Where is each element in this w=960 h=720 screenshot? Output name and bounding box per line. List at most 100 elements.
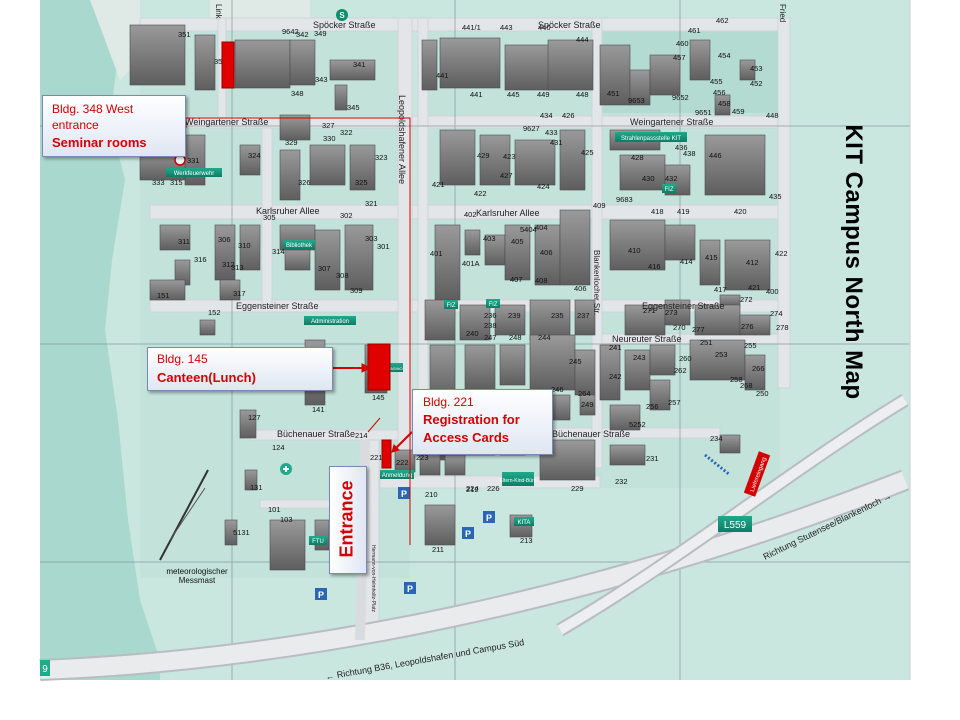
building-number: 242: [609, 372, 622, 381]
svg-text:P: P: [486, 513, 492, 523]
building-number: 322: [340, 128, 353, 137]
building-number: 223: [416, 453, 429, 462]
building-number: 407: [510, 275, 523, 284]
building-number: 307: [318, 264, 331, 273]
building-number: 151: [157, 291, 170, 300]
label-spoecker: Spöcker Straße: [313, 20, 376, 30]
label-karlsruher-2: Karlsruher Allee: [476, 208, 540, 218]
tag-ftu: FTU: [312, 539, 324, 545]
building-number: 331: [187, 156, 200, 165]
callout-bldg-145: Bldg. 145 Canteen(Lunch): [147, 347, 333, 391]
building-number: 321: [365, 199, 378, 208]
building-number: 327: [322, 121, 335, 130]
building-number: 127: [248, 413, 261, 422]
tag-casino: CASINO: [387, 366, 402, 371]
building-number: 5404: [520, 225, 537, 234]
callout-bldg-348: Bldg. 348 West entrance Seminar rooms: [42, 95, 186, 157]
building-number: 238: [484, 321, 497, 330]
building-number: 461: [688, 26, 701, 35]
building-number: 435: [769, 192, 782, 201]
building-number: 247: [484, 333, 497, 342]
label-eggenstein-1: Eggensteiner Straße: [236, 301, 319, 311]
building-number: 414: [680, 257, 693, 266]
building-number: 9652: [672, 93, 689, 102]
building-number: 416: [648, 262, 661, 271]
building-number: 462: [716, 16, 729, 25]
tag-kita: KITA: [518, 520, 531, 526]
callout-145-line1: Bldg. 145: [157, 352, 208, 366]
building-number: 303: [365, 234, 378, 243]
building-number: 452: [750, 79, 763, 88]
building-number: 305: [263, 213, 276, 222]
building-number: 276: [741, 322, 754, 331]
building-number: 445: [507, 90, 520, 99]
building-number: 9683: [616, 195, 633, 204]
tag-anmeldung: Anmeldung: [382, 473, 412, 479]
label-leopoldshafener: Leopoldshafener Allee: [397, 95, 407, 184]
building-number: 326: [298, 178, 311, 187]
label-friedrich: Fried: [778, 4, 787, 22]
marker-bldg-348: [221, 41, 235, 89]
building-number: 103: [280, 515, 293, 524]
building-number: 404: [535, 223, 548, 232]
building-number: 401: [430, 249, 443, 258]
building-number: 412: [746, 258, 759, 267]
building-number: 418: [651, 207, 664, 216]
building-number: 325: [355, 178, 368, 187]
building-number: 349: [314, 29, 327, 38]
building-number: 406: [574, 284, 587, 293]
building-number: 454: [718, 51, 731, 60]
building-number: 410: [628, 246, 641, 255]
parking-icons: P P P P P: [315, 487, 495, 600]
building-number: 401A: [462, 259, 480, 268]
tag-werkfeuerwehr: Werkfeuerwehr: [174, 171, 215, 177]
building-number: 231: [646, 454, 659, 463]
building-number: 301: [377, 242, 390, 251]
building-number: 257: [668, 398, 681, 407]
building-number: 458: [718, 99, 731, 108]
building-number: 406: [540, 248, 553, 257]
building-number: 315: [170, 178, 183, 187]
callout-221-line1: Bldg. 221: [423, 395, 474, 409]
building-number: 460: [676, 39, 689, 48]
callout-145-line2: Canteen(Lunch): [157, 370, 256, 385]
label-weingarten-1: Weingartener Straße: [185, 117, 268, 127]
building-number: 434: [540, 111, 553, 120]
building-number: 341: [353, 60, 366, 69]
building-number: 440: [538, 23, 551, 32]
building-number: 274: [770, 309, 783, 318]
building-number: 421: [748, 283, 761, 292]
label-blankenloch: Blankenlocher Str.: [592, 250, 601, 315]
building-number: 5131: [233, 528, 250, 537]
callout-348-line3: Seminar rooms: [52, 135, 147, 150]
label-buechenau-1: Büchenauer Straße: [277, 429, 355, 439]
building-number: 417: [714, 285, 727, 294]
building-number: 141: [312, 405, 325, 414]
callout-221-line2: Registration for: [423, 412, 520, 427]
label-spoecker-2: Spöcker Straße: [538, 20, 601, 30]
building-number: 424: [537, 182, 550, 191]
building-number: 324: [248, 151, 261, 160]
building-number: 415: [705, 253, 718, 262]
building-number: 313: [231, 263, 244, 272]
parking-icon: [404, 582, 416, 594]
building-number: 317: [233, 289, 246, 298]
building-number: 266: [752, 364, 765, 373]
building-number: 9642: [282, 27, 299, 36]
building-number: 316: [194, 255, 207, 264]
buildings: [129, 24, 771, 571]
building-number: 241: [609, 343, 622, 352]
map-title: KIT Campus North Map: [840, 124, 867, 400]
building-number: 234: [710, 434, 723, 443]
building-number: 268: [740, 381, 753, 390]
building-number: 232: [615, 477, 628, 486]
building-number: 277: [692, 325, 705, 334]
svg-text:P: P: [318, 590, 324, 600]
l559-badge: [718, 516, 752, 532]
forest-area: [40, 0, 160, 680]
tag-fiz: FIZ: [447, 303, 456, 309]
building-number: 351: [178, 30, 191, 39]
building-number: 400: [766, 287, 779, 296]
building-number: 314: [272, 247, 285, 256]
l559-label: L559: [724, 520, 747, 531]
